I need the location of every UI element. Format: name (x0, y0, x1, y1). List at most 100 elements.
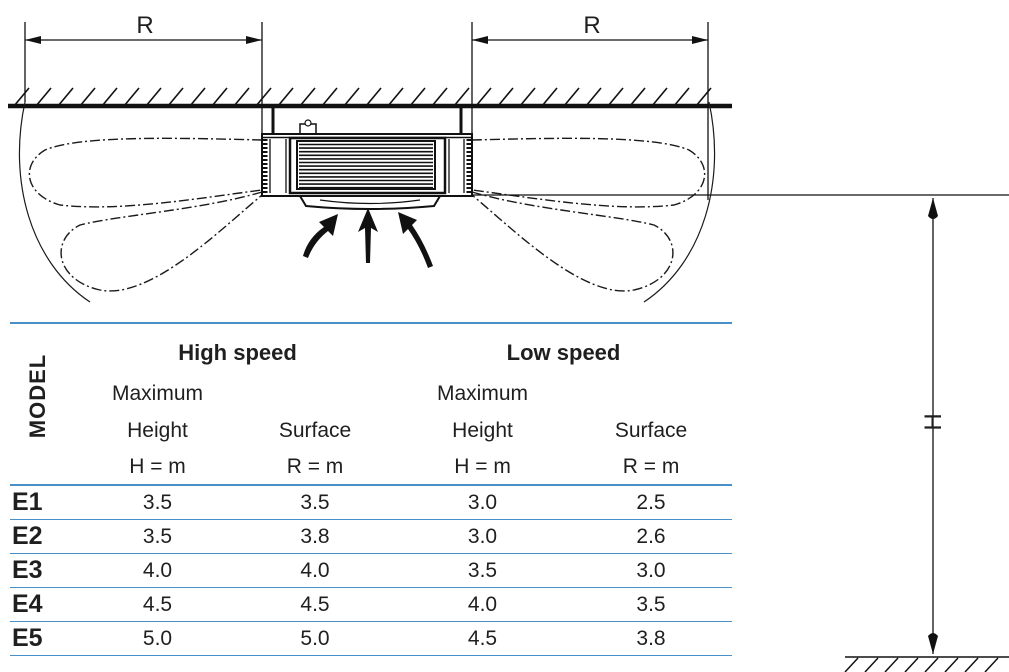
floor-hatch-line (904, 657, 919, 672)
floor-hatch (844, 657, 999, 672)
ceiling-hatch (13, 87, 712, 107)
arrowhead (472, 36, 488, 44)
ceiling-hatch-line (123, 87, 140, 107)
header-row-units: H = m R = m H = m R = m (10, 449, 733, 486)
floor-hatch-line (924, 657, 939, 672)
floor-hatch-line (944, 657, 959, 672)
arrowhead (928, 633, 938, 654)
table-cell: 5.0 (80, 621, 235, 656)
ceiling-hatch-line (453, 87, 470, 107)
ceiling-hatch-line (167, 87, 184, 107)
table-row: E2 3.5 3.8 3.0 2.6 (10, 519, 733, 554)
ceiling-hatch-line (299, 87, 316, 107)
heating-coil (296, 140, 436, 190)
group-low-speed: Low speed (395, 322, 733, 375)
dimension-r-left: R (24, 12, 263, 134)
floor-hatch-line (984, 657, 999, 672)
group-high-speed: High speed (80, 322, 396, 375)
table-row: E5 5.0 5.0 4.5 3.8 (10, 621, 733, 656)
ceiling-hatch-line (189, 87, 206, 107)
ceiling-hatch-line (585, 87, 602, 107)
ceiling-hatch-line (497, 87, 514, 107)
spec-table: MODEL High speed Low speed Maximum Maxim… (10, 322, 733, 656)
ceiling-hatch-line (651, 87, 668, 107)
header-unit: R = m (235, 449, 396, 486)
model-label: E4 (10, 587, 80, 622)
floor-hatch-line (884, 657, 899, 672)
table-cell: 4.0 (395, 587, 571, 622)
air-envelope-left (18, 101, 91, 303)
ceiling-hatch-line (541, 87, 558, 107)
table-cell: 2.6 (570, 519, 733, 554)
header-row-groups: MODEL High speed Low speed (10, 322, 733, 486)
ceiling-hatch-line (519, 87, 536, 107)
ceiling-hatch-line (365, 87, 382, 107)
ceiling-hatch-line (321, 87, 338, 107)
ceiling-hatch-line (57, 87, 74, 107)
table-cell: 4.5 (235, 587, 396, 622)
table-cell: 3.0 (395, 519, 571, 554)
ceiling-hatch-line (79, 87, 96, 107)
floor (844, 656, 1009, 672)
table-row: E1 3.5 3.5 3.0 2.5 (10, 485, 733, 520)
air-lobe-left-upper (28, 137, 263, 208)
header-surface: Surface (278, 418, 352, 442)
header-maximum: Maximum (111, 381, 203, 405)
table-cell: 3.8 (235, 519, 396, 554)
header-height: Height (127, 418, 188, 442)
pipe-connector-cap (304, 119, 312, 127)
ceiling-hatch-line (277, 87, 294, 107)
table-cell: 4.5 (80, 587, 235, 622)
intake-arrow-right (398, 212, 433, 268)
ceiling-hatch-line (607, 87, 624, 107)
arrowhead (928, 198, 938, 219)
header-empty (235, 375, 395, 411)
fan-housing (298, 195, 442, 210)
floor-hatch-line (844, 657, 859, 672)
table-cell: 3.0 (395, 485, 571, 520)
header-row-names: Height Surface Height Surface (10, 411, 732, 449)
floor-hatch-line (864, 657, 879, 672)
dimension-h: H (472, 194, 1009, 654)
table-row: E4 4.5 4.5 4.0 3.5 (10, 587, 733, 622)
model-label: E3 (10, 553, 80, 588)
table-cell: 4.0 (80, 553, 235, 588)
air-intake-arrows (303, 208, 433, 268)
air-envelope-right (643, 101, 716, 303)
unit-housing (261, 133, 473, 197)
table-cell: 4.0 (235, 553, 396, 588)
model-header: MODEL (25, 353, 50, 439)
table-cell: 3.5 (80, 519, 235, 554)
coil-fins (299, 143, 433, 189)
ceiling (8, 87, 732, 109)
table-cell: 4.5 (395, 621, 571, 656)
ceiling-hatch-line (387, 87, 404, 107)
table-cell: 2.5 (570, 485, 733, 520)
table-cell: 3.5 (80, 485, 235, 520)
model-header-cell: MODEL (10, 322, 80, 486)
table-cell: 3.5 (235, 485, 396, 520)
table-cell: 3.5 (570, 587, 733, 622)
intake-arrow-center (358, 208, 378, 263)
ceiling-hatch-line (255, 87, 272, 107)
arrowhead (246, 36, 262, 44)
ceiling-hatch-line (13, 87, 30, 107)
ceiling-hatch-line (35, 87, 52, 107)
header-empty (570, 375, 732, 411)
heater-unit (261, 108, 473, 210)
header-height: Height (452, 418, 513, 442)
dimension-label-h: H (920, 413, 947, 430)
table-cell: 3.0 (570, 553, 733, 588)
ceiling-hatch-line (409, 87, 426, 107)
ceiling-hatch-line (673, 87, 690, 107)
air-lobe-left-lower (60, 191, 263, 292)
floor-hatch-line (964, 657, 979, 672)
table-row: E3 4.0 4.0 3.5 3.0 (10, 553, 733, 588)
header-unit: R = m (570, 449, 733, 486)
header-unit: H = m (80, 449, 235, 486)
arrowhead (25, 36, 41, 44)
ceiling-hatch-line (101, 87, 118, 107)
header-maximum: Maximum (437, 381, 529, 405)
ceiling-hatch-line (211, 87, 228, 107)
